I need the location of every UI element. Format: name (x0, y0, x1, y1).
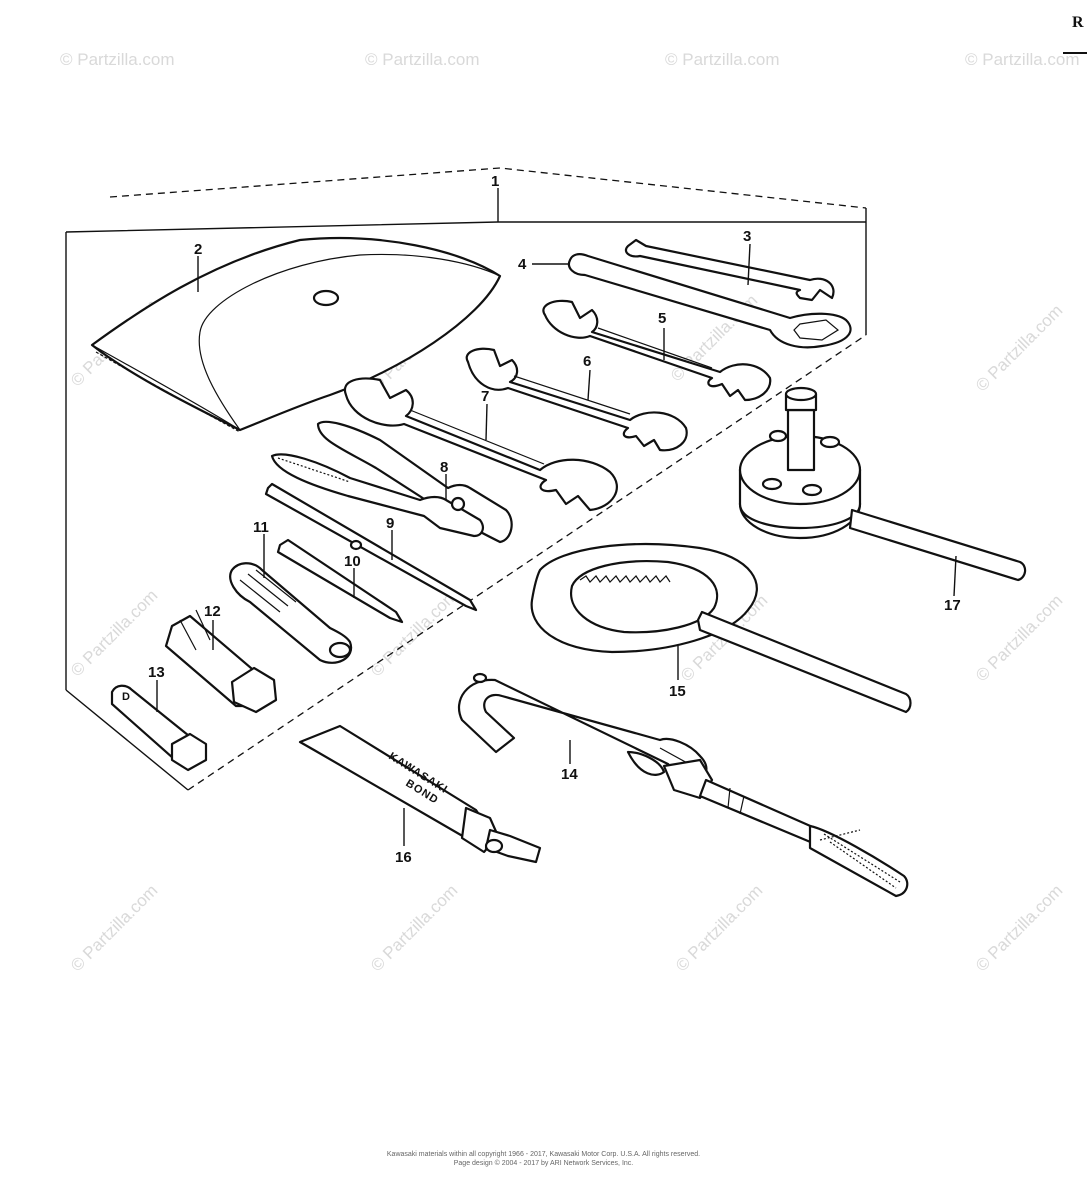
watermark: © Partzilla.com (972, 881, 1066, 975)
watermark: © Partzilla.com (67, 881, 161, 975)
watermark: © Partzilla.com (365, 50, 480, 69)
tool-pouch (90, 237, 502, 433)
watermark: © Partzilla.com (367, 881, 461, 975)
watermark-layer: © Partzilla.com © Partzilla.com © Partzi… (60, 50, 1080, 975)
callout-15: 15 (669, 683, 686, 700)
leader-lines (156, 243, 957, 846)
screwdriver-bit (276, 538, 404, 624)
watermark: © Partzilla.com (972, 591, 1066, 685)
corner-rule (1063, 52, 1087, 54)
callout-14: 14 (561, 766, 578, 783)
watermark: © Partzilla.com (965, 50, 1080, 69)
watermark: © Partzilla.com (60, 50, 175, 69)
copyright-line-2: Page design © 2004 - 2017 by ARI Network… (453, 1160, 634, 1167)
watermark: © Partzilla.com (665, 50, 780, 69)
callout-11: 11 (253, 519, 269, 536)
callout-12: 12 (204, 603, 221, 620)
callout-1: 1 (491, 173, 499, 190)
box-wrench-small: D (110, 684, 208, 772)
callout-5: 5 (658, 310, 666, 327)
callout-3: 3 (743, 228, 751, 245)
callout-17: 17 (944, 597, 961, 614)
svg-text:D: D (122, 691, 131, 703)
callout-labels: 1 2 3 4 5 6 7 8 9 10 11 12 13 14 15 16 1… (148, 173, 961, 866)
clutch-holder (530, 543, 912, 714)
wrench-small (624, 238, 835, 302)
callout-6: 6 (583, 353, 591, 370)
callout-9: 9 (386, 515, 394, 532)
callout-16: 16 (395, 849, 412, 866)
wrench-box (567, 253, 852, 349)
pliers (270, 420, 513, 544)
flywheel-puller (738, 386, 1027, 582)
plug-wrench (164, 609, 278, 714)
watermark: © Partzilla.com (367, 586, 461, 680)
wrench-open-end-7 (343, 377, 618, 512)
screwdriver-handle (229, 562, 353, 664)
callout-4: 4 (518, 256, 527, 273)
callout-13: 13 (148, 664, 165, 681)
screwdriver (264, 482, 478, 612)
copyright-footer: Kawasaki materials within all copyright … (0, 1150, 1087, 1168)
wrench-open-end-6 (465, 347, 688, 452)
corner-mark: R (1072, 14, 1084, 31)
callout-10: 10 (344, 553, 361, 570)
callout-7: 7 (481, 388, 489, 405)
copyright-line-1: Kawasaki materials within all copyright … (386, 1151, 701, 1158)
callout-2: 2 (194, 241, 202, 258)
holder-tool (457, 672, 909, 898)
tool-kit-outline (65, 167, 867, 791)
watermark: © Partzilla.com (672, 881, 766, 975)
wrench-open-end-5 (542, 299, 772, 402)
watermark: © Partzilla.com (972, 301, 1066, 395)
callout-8: 8 (440, 459, 448, 476)
